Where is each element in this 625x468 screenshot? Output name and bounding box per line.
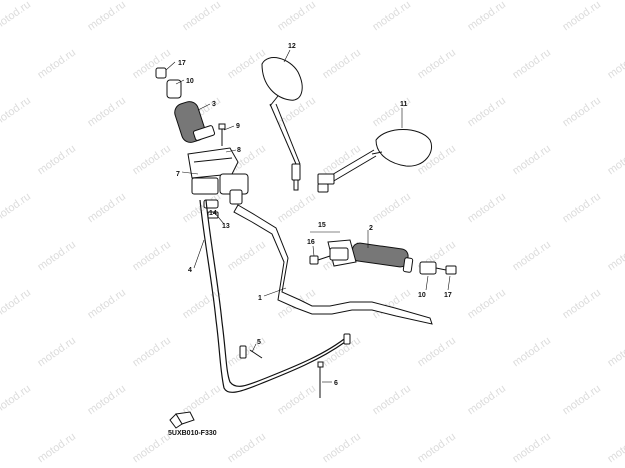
callout-5: 5: [257, 339, 261, 346]
callout-10-right: 10: [418, 292, 426, 299]
diagram-code: 5UXB010-F330: [168, 430, 217, 437]
callout-10: 10: [186, 78, 194, 85]
callout-4: 4: [188, 267, 192, 274]
clutch-cable: [199, 199, 351, 393]
handlebar-switch: [191, 173, 249, 205]
callout-11: 11: [400, 101, 408, 108]
front-indicator-icon: [169, 411, 195, 429]
callout-7: 7: [176, 171, 180, 178]
bolt-5: [249, 349, 263, 359]
mirror-left: [261, 57, 303, 191]
callout-17-right: 17: [444, 292, 452, 299]
handlebar: [233, 204, 433, 325]
callout-17: 17: [178, 60, 186, 67]
callout-1: 1: [258, 295, 262, 302]
callout-15: 15: [318, 222, 326, 229]
callout-13: 13: [222, 223, 230, 230]
mirror-right: [317, 129, 432, 193]
grip-end-right: [419, 261, 457, 275]
callout-3: 3: [212, 101, 216, 108]
callout-9: 9: [236, 123, 240, 130]
grip-left: [174, 101, 216, 143]
throttle-housing: [309, 239, 357, 267]
leader-lines: [165, 49, 451, 383]
callout-6: 6: [334, 380, 338, 387]
pin-6: [317, 361, 324, 398]
grip-right: [351, 242, 414, 273]
callout-labels: 17 10 3 9 8 7 14 13 4 1 12 11 2 15 16 10…: [176, 43, 452, 387]
grip-end-left: [155, 67, 182, 99]
callout-16: 16: [307, 239, 315, 246]
clutch-holder: [187, 147, 239, 179]
callout-8: 8: [237, 147, 241, 154]
callout-14: 14: [209, 210, 217, 217]
callout-12: 12: [288, 43, 296, 50]
callout-2: 2: [369, 225, 373, 232]
screw: [218, 123, 226, 146]
